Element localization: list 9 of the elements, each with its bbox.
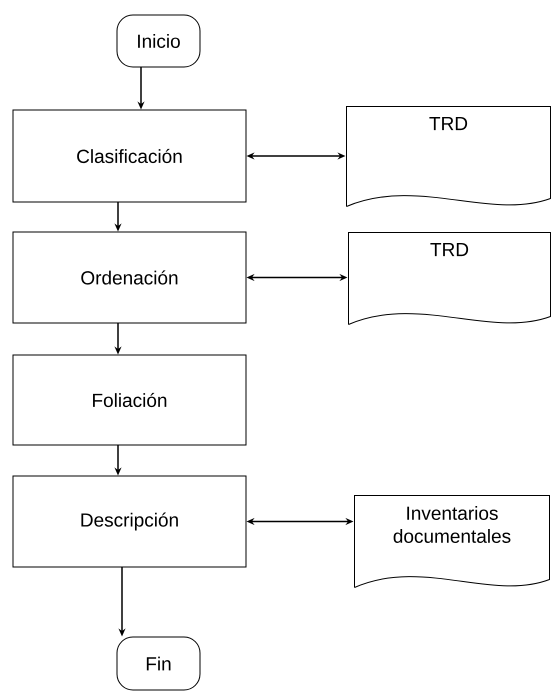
process-box: Foliación	[12, 354, 246, 446]
process-box: Descripción	[12, 476, 246, 568]
process-box: Clasificación	[12, 110, 246, 202]
document-shape: Inventarios documentales	[354, 495, 550, 588]
process-box: Ordenación	[12, 232, 246, 324]
document-shape: TRD	[346, 106, 551, 207]
document-shape: TRD	[348, 232, 551, 325]
terminal-box: Inicio	[116, 14, 200, 68]
terminal-box: Fin	[116, 636, 200, 690]
